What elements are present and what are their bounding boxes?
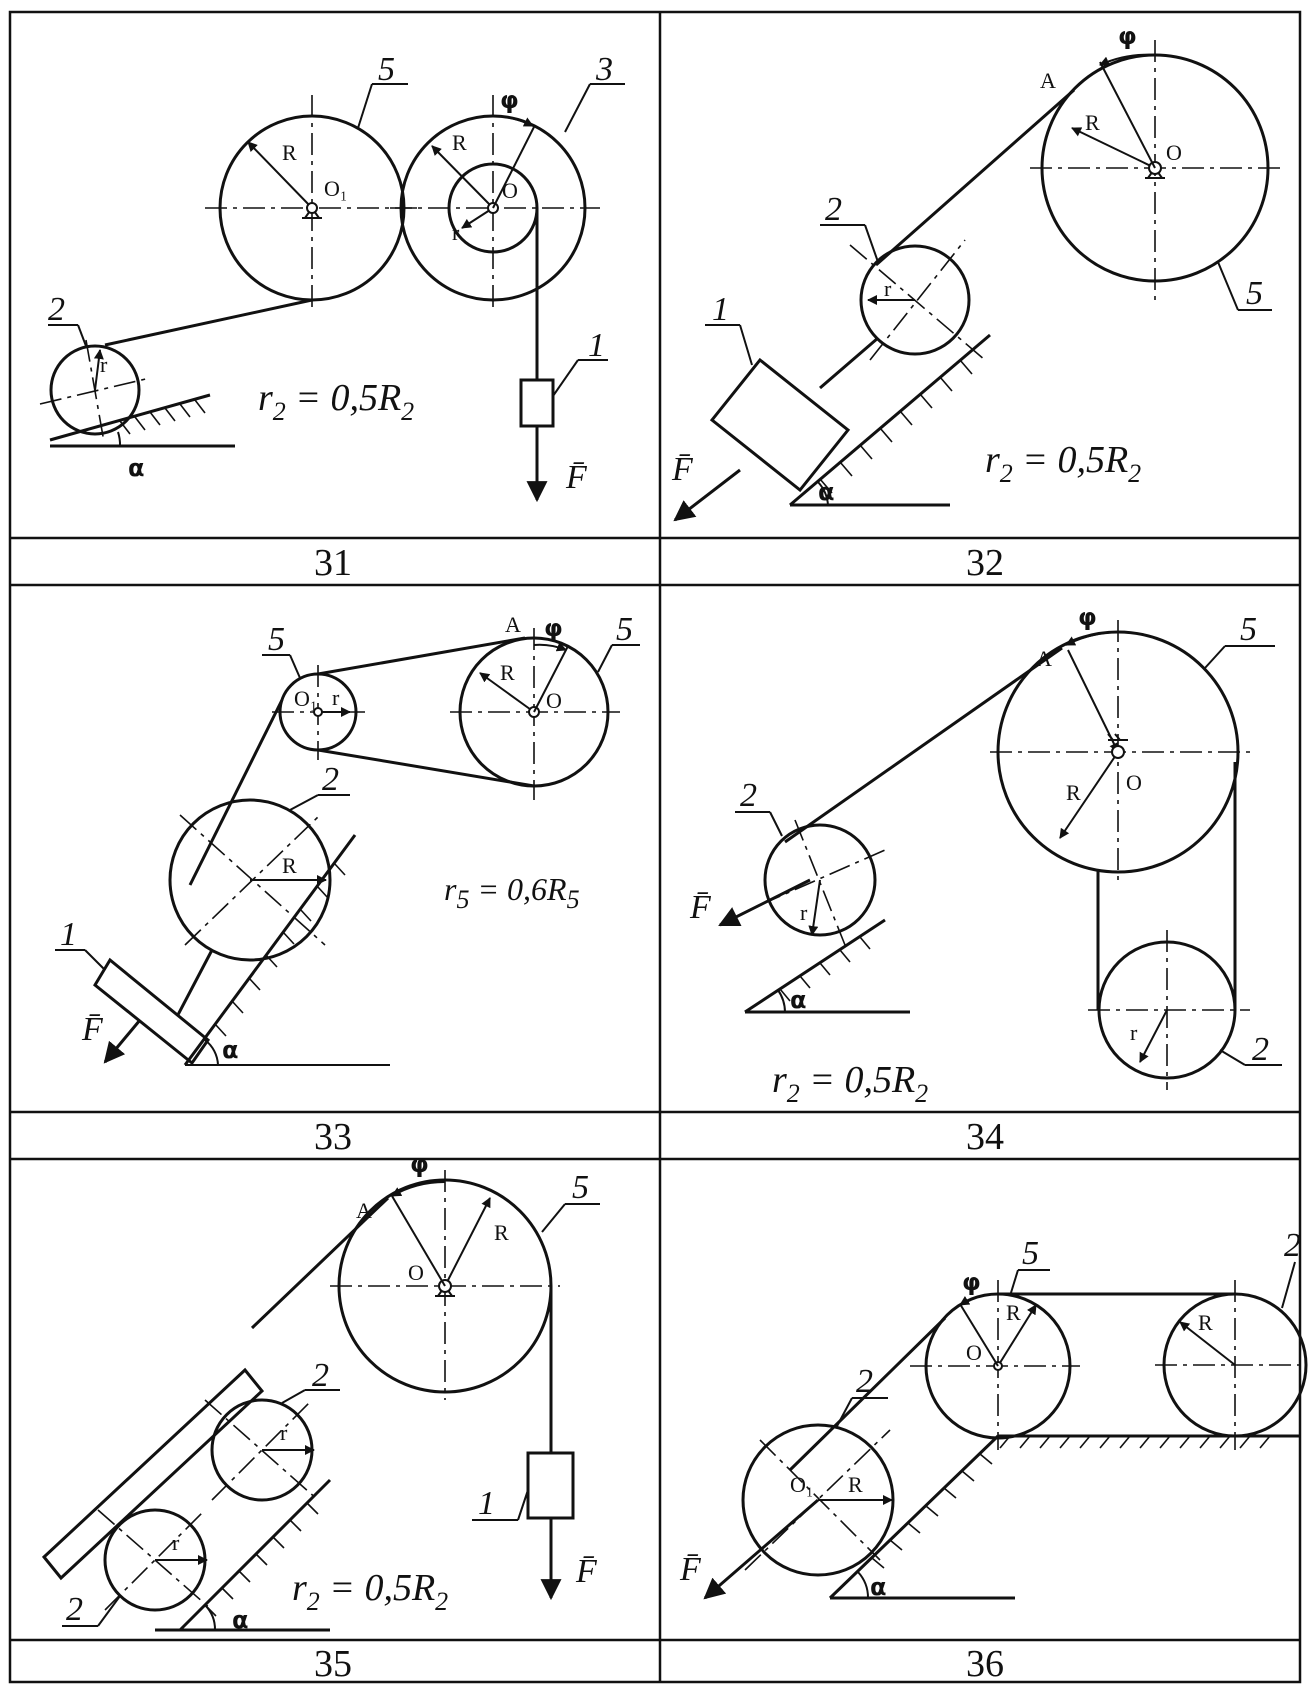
body-5-label: 5 xyxy=(378,51,395,88)
small-radius-label-2: r xyxy=(100,352,108,377)
point-a-label: A xyxy=(1040,68,1056,93)
body-3-label: 3 xyxy=(595,51,613,88)
center-o-label: O xyxy=(546,688,562,713)
body-1-label: 1 xyxy=(478,1485,495,1522)
center-o-label: O xyxy=(502,178,518,203)
diagram-31: R O₁ 5 R r O φ 3 1 F̄ xyxy=(39,51,625,503)
radius-label-3: R xyxy=(452,130,467,155)
force-label: F̄ xyxy=(689,889,712,926)
radius-label: R xyxy=(1066,780,1081,805)
center-o1-label: O₁ xyxy=(790,1472,814,1497)
small-radius-label-3: r xyxy=(452,220,460,245)
radius-label: R xyxy=(1006,1300,1021,1325)
center-o-label: O xyxy=(966,1340,982,1365)
angle-alpha-label: α xyxy=(222,1036,239,1064)
radius-label-2: R xyxy=(282,853,297,878)
force-label: F̄ xyxy=(575,1553,598,1590)
center-o1-label: O₁ xyxy=(324,176,348,201)
force-label: F̄ xyxy=(679,1551,702,1588)
small-radius-label-upper: r xyxy=(280,1420,288,1445)
diagram-36: R O φ 5 R 2 xyxy=(679,1227,1308,1601)
force-label: F̄ xyxy=(81,1011,104,1048)
variant-number-32: 32 xyxy=(966,542,1004,584)
variant-number-34: 34 xyxy=(966,1116,1004,1158)
body-5-label: 5 xyxy=(572,1169,589,1206)
diagram-34: R O A φ 5 r 2 F̄ α xyxy=(689,603,1282,1108)
formula-33: r5 = 0,6R5 xyxy=(444,871,580,914)
angle-phi-label: φ xyxy=(1078,603,1097,631)
small-radius-label: r xyxy=(800,900,808,925)
angle-phi-label: φ xyxy=(410,1150,429,1178)
diagram-32: R O A φ 5 r 2 F̄ 1 xyxy=(671,22,1280,522)
diagram-35: R O A φ 5 F̄ 1 r 2 r xyxy=(41,1150,600,1634)
force-label: F̄ xyxy=(671,451,694,488)
angle-alpha-label: α xyxy=(128,454,145,482)
center-o1-label: O₁ xyxy=(294,686,318,711)
body-2-label: 2 xyxy=(825,191,842,228)
radius-label-left: R xyxy=(848,1472,863,1497)
radius-label-right: R xyxy=(1198,1310,1213,1335)
angle-phi-label: φ xyxy=(962,1268,981,1296)
radius-label: R xyxy=(500,660,515,685)
center-o-label: O xyxy=(408,1260,424,1285)
formula-35: r2 = 0,5R2 xyxy=(292,1567,448,1616)
angle-alpha-label: α xyxy=(232,1606,249,1634)
body-1-label: 1 xyxy=(60,916,77,953)
small-radius-label: r xyxy=(884,276,892,301)
body-5-label: 5 xyxy=(1246,275,1263,312)
body-2-label: 2 xyxy=(322,761,339,798)
angle-alpha-label: α xyxy=(790,986,807,1014)
angle-phi-label: φ xyxy=(1118,22,1137,50)
table-grid xyxy=(8,10,1302,1684)
small-radius-label: r xyxy=(332,685,340,710)
point-a-label: A xyxy=(505,612,521,637)
formula-34: r2 = 0,5R2 xyxy=(772,1059,928,1108)
variant-number-35: 35 xyxy=(314,1643,352,1685)
variant-number-31: 31 xyxy=(314,542,352,584)
body-1-label: 1 xyxy=(712,291,729,328)
small-radius-label-lower: r xyxy=(172,1530,180,1555)
variant-number-36: 36 xyxy=(966,1643,1004,1685)
radius-label: R xyxy=(494,1220,509,1245)
force-label: F̄ xyxy=(565,459,588,496)
angle-phi-label: φ xyxy=(544,614,563,642)
formula-32: r2 = 0,5R2 xyxy=(985,439,1141,488)
center-o-label: O xyxy=(1126,770,1142,795)
body-2-label: 2 xyxy=(740,777,757,814)
angle-alpha-label: α xyxy=(870,1573,887,1601)
formula-31: r2 = 0,5R2 xyxy=(258,377,414,426)
body-5-label-small: 5 xyxy=(268,621,285,658)
body-2-label-right: 2 xyxy=(1284,1227,1301,1264)
body-2-label-left: 2 xyxy=(856,1363,873,1400)
small-radius-label-lower: r xyxy=(1130,1020,1138,1045)
radius-label: R xyxy=(1085,110,1100,135)
body-5-label: 5 xyxy=(616,611,633,648)
body-2-label-lower: 2 xyxy=(1252,1031,1269,1068)
diagram-33: r O₁ 5 R O A φ 5 R 2 xyxy=(55,611,640,1066)
variant-number-33: 33 xyxy=(314,1116,352,1158)
angle-phi-label: φ xyxy=(500,86,519,114)
body-5-label: 5 xyxy=(1022,1235,1039,1272)
radius-label: R xyxy=(282,140,297,165)
body-5-label: 5 xyxy=(1240,611,1257,648)
center-o-label: O xyxy=(1166,140,1182,165)
body-2-label: 2 xyxy=(48,291,65,328)
body-1-label: 1 xyxy=(588,327,605,364)
angle-alpha-label: α xyxy=(818,478,835,506)
body-2-label-upper: 2 xyxy=(312,1357,329,1394)
body-2-label-lower: 2 xyxy=(66,1591,83,1628)
